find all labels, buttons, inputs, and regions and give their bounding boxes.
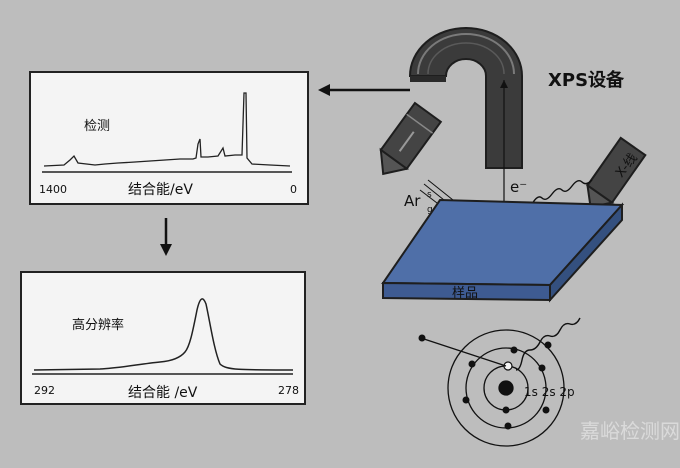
watermark: 嘉峪检测网: [580, 419, 680, 443]
ejected-electron-path: [423, 338, 507, 367]
sample: 样品: [381, 198, 625, 303]
analyzer-hemisphere: [408, 27, 523, 169]
incoming-photon-wave: [515, 317, 581, 371]
ion-gun: [379, 101, 443, 176]
hires-panel: 高分辨率 292 278 结合能 /eV: [20, 271, 306, 405]
sample-side: [549, 202, 623, 303]
survey-frame: [29, 71, 309, 205]
survey-axis-right: 0: [290, 183, 297, 196]
survey-label: 检测: [84, 119, 110, 134]
hires-frame: [20, 271, 306, 405]
down-arrow: [160, 218, 172, 256]
hires-axis-right: 278: [278, 384, 299, 397]
argon-superscript: s: [427, 190, 432, 200]
survey-panel: 检测 1400 0 结合能/eV: [29, 71, 309, 205]
survey-spectrum: [43, 92, 291, 167]
hires-axis-title: 结合能 /eV: [128, 385, 198, 401]
electron-analyzer: e⁻: [408, 27, 527, 205]
electron-label: e⁻: [510, 178, 527, 196]
sample-label: 样品: [452, 286, 478, 301]
left-arrow: [318, 84, 410, 96]
orbitals-label: 1s 2s 2p: [524, 385, 575, 399]
atom-electrons: [418, 334, 552, 430]
sample-top: [381, 198, 625, 287]
hires-axis-left: 292: [34, 384, 55, 397]
argon-label: Ar: [404, 192, 421, 210]
survey-axis-title: 结合能/eV: [128, 182, 193, 198]
argon-subscript: g: [427, 205, 433, 215]
hires-label: 高分辨率: [72, 317, 124, 333]
instrument-title: XPS设备: [548, 69, 625, 91]
hires-spectrum: [33, 298, 294, 371]
survey-axis-left: 1400: [39, 183, 67, 196]
